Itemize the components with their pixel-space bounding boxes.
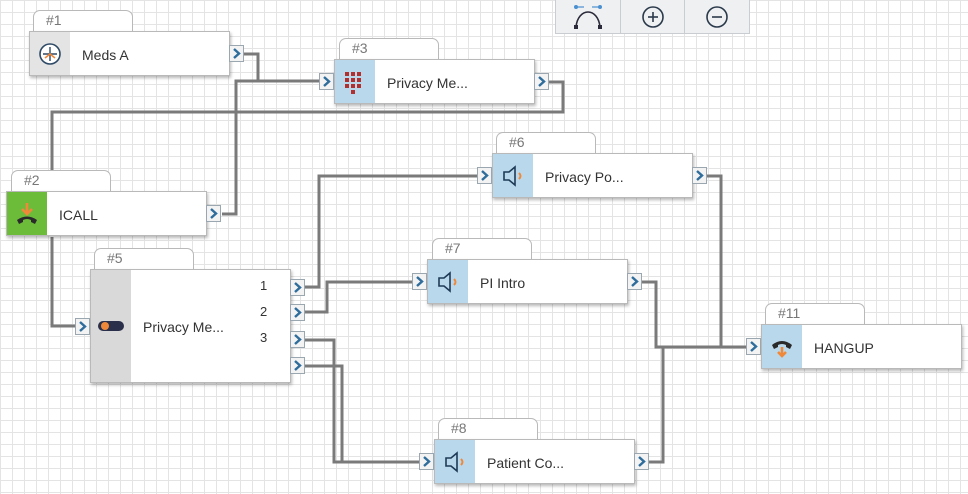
hangup-phone-icon: [762, 325, 802, 368]
wire-n1-to-n3: [243, 52, 324, 83]
node-3-label: Privacy Me...: [387, 75, 468, 91]
node-6-privacy-policy[interactable]: Privacy Po...: [492, 153, 693, 198]
curve-mode-button[interactable]: [556, 0, 621, 33]
node-2-tab: #2: [11, 170, 111, 192]
node-11-hangup[interactable]: HANGUP: [761, 324, 962, 369]
wire-n5-out2-to-n7: [304, 280, 416, 314]
zoom-in-icon: [641, 5, 664, 28]
canvas-toolbar: [555, 0, 750, 34]
node-8-label: Patient Co...: [487, 455, 565, 471]
node-1-tab: #1: [33, 10, 133, 32]
node-1-output-port[interactable]: [229, 45, 244, 62]
node-2-label: ICALL: [59, 207, 98, 223]
node-8-input-port[interactable]: [419, 453, 434, 470]
node-1-meds-a[interactable]: Meds A: [29, 31, 230, 76]
node-5-output-port-4[interactable]: [290, 357, 305, 374]
node-5-privacy-menu[interactable]: Privacy Me... 1 2 3: [90, 269, 291, 383]
wire-n8-to-n11: [648, 345, 749, 464]
node-3-output-port[interactable]: [534, 73, 549, 90]
toggle-switch-icon: [91, 270, 131, 382]
node-7-label: PI Intro: [480, 275, 526, 291]
node-6-output-port[interactable]: [692, 167, 707, 184]
node-1-label: Meds A: [82, 47, 129, 63]
node-7-input-port[interactable]: [412, 273, 427, 290]
node-8-patient-co[interactable]: Patient Co...: [434, 439, 635, 484]
node-5-input-port[interactable]: [75, 318, 90, 335]
node-5-output-label-1: 1: [260, 278, 268, 293]
node-6-tab: #6: [496, 132, 596, 154]
node-7-output-port[interactable]: [627, 273, 642, 290]
node-6-input-port[interactable]: [477, 167, 492, 184]
wire-n2-to-n5: [50, 237, 77, 328]
node-3-privacy-menu[interactable]: Privacy Me...: [334, 59, 535, 104]
compass-arrows-icon: [30, 32, 70, 75]
node-5-output-port-2[interactable]: [290, 304, 305, 321]
node-2-output-port[interactable]: [206, 205, 221, 222]
node-5-output-label-3: 3: [260, 330, 268, 345]
bezier-curve-icon: [573, 4, 602, 29]
zoom-out-button[interactable]: [685, 0, 749, 33]
node-7-tab: #7: [432, 238, 532, 260]
node-8-output-port[interactable]: [634, 453, 649, 470]
node-5-tab: #5: [94, 248, 194, 270]
node-7-pi-intro[interactable]: PI Intro: [427, 259, 628, 304]
node-5-label: Privacy Me...: [143, 319, 224, 335]
wire-n5-out3-to-n8: [304, 338, 424, 464]
node-6-label: Privacy Po...: [545, 169, 624, 185]
node-2-icall[interactable]: ICALL: [6, 191, 207, 236]
wire-n5-out4-to-n8: [304, 364, 424, 464]
node-5-output-label-2: 2: [260, 304, 268, 319]
keypad-icon: [335, 60, 375, 103]
node-5-output-port-1[interactable]: [290, 279, 305, 296]
node-8-tab: #8: [438, 418, 538, 440]
incoming-call-icon: [7, 192, 47, 235]
speaker-icon: [428, 260, 468, 303]
node-11-tab: #11: [765, 303, 865, 325]
node-3-input-port[interactable]: [319, 73, 334, 90]
speaker-icon: [493, 154, 533, 197]
zoom-out-icon: [706, 5, 728, 28]
node-5-output-port-3[interactable]: [290, 331, 305, 348]
node-11-input-port[interactable]: [746, 338, 761, 355]
zoom-in-button[interactable]: [621, 0, 686, 33]
speaker-icon: [435, 440, 475, 483]
wire-n7-to-n11: [642, 280, 749, 349]
node-11-label: HANGUP: [814, 340, 874, 356]
node-3-tab: #3: [339, 38, 439, 60]
wire-n6-to-n11: [707, 174, 749, 349]
wire-n2-to-n3: [222, 79, 324, 216]
